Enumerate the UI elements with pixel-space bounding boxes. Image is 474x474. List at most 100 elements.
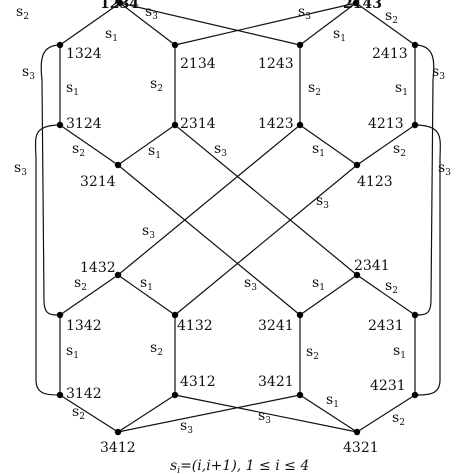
edge-3214-3241	[117, 164, 301, 316]
vertex-label-1423: 1423	[258, 116, 294, 132]
edge-4123-4132	[174, 164, 358, 316]
vertex-1243	[296, 41, 304, 49]
edge-3421-3412	[117, 394, 301, 433]
vertex-label-1342: 1342	[66, 318, 102, 334]
vertex-label-4321: 4321	[343, 440, 379, 456]
vertex-1342	[56, 311, 64, 319]
edge-1234-1324	[59, 2, 121, 46]
edge-label-s2: s2	[308, 80, 321, 98]
edge-label-s3: s3	[316, 193, 329, 211]
edge-label-s2: s2	[385, 278, 398, 296]
footer-caption: si=(i,i+1), 1 ≤ i ≤ 4	[170, 458, 309, 474]
outer-loop-4	[414, 124, 441, 396]
edge-label-s3: s3	[214, 141, 227, 159]
edge-2143-2134	[174, 2, 357, 46]
vertex-2341	[353, 271, 361, 279]
edge-label-s3: s3	[432, 64, 445, 82]
vertex-label-3421: 3421	[258, 374, 294, 390]
edge-3142-3412	[59, 394, 119, 433]
vertex-label-3124: 3124	[66, 116, 102, 132]
edge-labels: s2 s3 s3 s2 s1 s1 s3 s1 s2 s2 s1 s3 s2 s1 s3 s1 s2 s3 s3 s3…	[14, 4, 451, 436]
vertex-label-1324: 1324	[66, 46, 102, 62]
vertex-1423	[296, 121, 304, 129]
edge-1432-4132	[117, 274, 176, 316]
edge-2143-1243	[299, 2, 357, 46]
vertex-2431	[411, 311, 419, 319]
edge-label-s2: s2	[392, 410, 405, 428]
edge-label-s1: s1	[395, 80, 408, 98]
vertex-label-3214: 3214	[80, 174, 116, 190]
vertex-label-2314: 2314	[180, 116, 216, 132]
edge-4231-4321	[356, 394, 416, 433]
vertex-2143	[352, 0, 360, 7]
vertex-3241	[296, 311, 304, 319]
edge-label-s2: s2	[72, 404, 85, 422]
outer-loop-3	[34, 124, 61, 396]
vertex-label-3241: 3241	[258, 318, 294, 334]
vertex-3142	[56, 391, 64, 399]
vertex-label-3412: 3412	[100, 440, 136, 456]
vertex-label-1243: 1243	[258, 56, 294, 72]
edge-label-s2: s2	[74, 275, 87, 293]
edge-label-s3: s3	[438, 160, 451, 178]
vertex-4231	[411, 391, 419, 399]
vertex-2413	[411, 41, 419, 49]
edge-label-s2: s2	[150, 340, 163, 358]
vertex-4213	[411, 121, 419, 129]
edge-label-s1: s1	[66, 343, 79, 361]
edge-2143-2413	[355, 2, 416, 46]
vertex-3421	[296, 391, 304, 399]
graph-edges	[59, 2, 416, 433]
graph-nodes	[56, 0, 419, 436]
edge-1432-1342	[59, 274, 119, 316]
vertex-3214	[114, 161, 122, 169]
vertex-2134	[171, 41, 179, 49]
vertex-label-4132: 4132	[177, 318, 213, 334]
footer-sub: i	[177, 466, 180, 474]
vertex-2314	[171, 121, 179, 129]
edge-label-s2: s2	[72, 141, 85, 159]
edge-label-s1: s1	[312, 141, 325, 159]
edge-1234-1243	[119, 2, 301, 46]
edge-2341-3241	[299, 274, 358, 316]
vertex-label-4231: 4231	[370, 378, 406, 394]
vertex-label-2134: 2134	[180, 56, 216, 72]
vertex-label-1234: 1234	[100, 0, 139, 12]
edge-1423-1432	[117, 124, 301, 276]
vertex-1432	[114, 271, 122, 279]
edge-label-s2: s2	[385, 8, 398, 26]
edge-4213-4123	[356, 124, 416, 166]
vertex-3412	[114, 428, 122, 436]
edge-label-s1: s1	[105, 26, 118, 44]
edge-label-s1: s1	[140, 275, 153, 293]
outer-loop-1	[40, 44, 61, 316]
vertex-label-1432: 1432	[80, 260, 116, 276]
edge-label-s3: s3	[298, 4, 311, 22]
edge-label-s2: s2	[16, 4, 29, 22]
edge-label-s3: s3	[22, 64, 35, 82]
edge-label-s3: s3	[258, 408, 271, 426]
edge-label-s3: s3	[145, 4, 158, 22]
edge-label-s3: s3	[142, 223, 155, 241]
edge-label-s3: s3	[244, 275, 257, 293]
vertex-3124	[56, 121, 64, 129]
vertex-4123	[353, 161, 361, 169]
edge-label-s1: s1	[66, 80, 79, 98]
edge-4312-3412	[117, 394, 176, 433]
outer-loop-2	[414, 44, 435, 316]
vertex-label-4123: 4123	[357, 174, 393, 190]
vertex-label-2413: 2413	[372, 46, 408, 62]
vertex-4312	[171, 391, 179, 399]
edge-2314-2341	[174, 124, 358, 276]
footer-rest: =(i,i+1), 1 ≤ i ≤ 4	[180, 458, 309, 474]
edge-2314-3214	[117, 124, 176, 166]
edge-label-s1: s1	[326, 392, 339, 410]
edge-3421-4321	[299, 394, 358, 433]
edge-label-s2: s2	[150, 76, 163, 94]
edge-label-s2: s2	[393, 141, 406, 159]
vertex-label-4213: 4213	[368, 116, 404, 132]
edge-label-s1: s1	[148, 143, 161, 161]
vertex-1234	[116, 0, 124, 7]
